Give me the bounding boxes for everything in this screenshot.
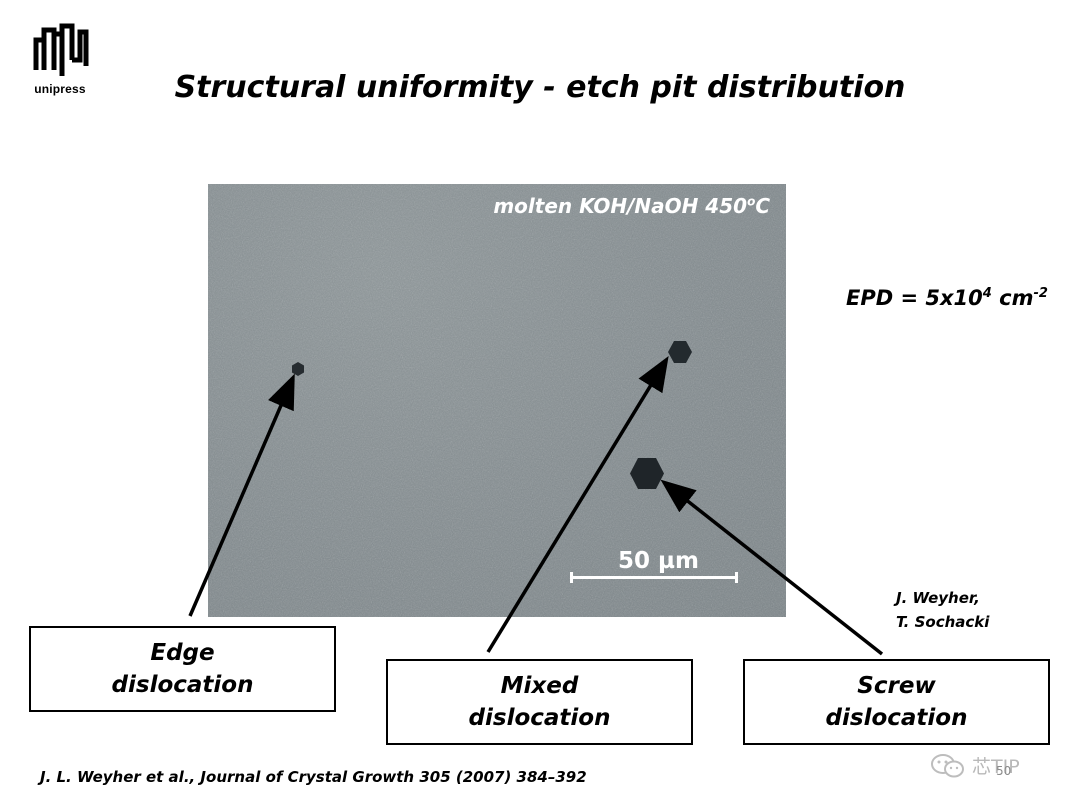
watermark-text: 芯TIP (972, 756, 1020, 778)
epd-exp1: 4 (982, 286, 992, 301)
authors: J. Weyher, T. Sochacki (896, 586, 989, 634)
author-line-1: J. Weyher, (896, 589, 980, 607)
unipress-logo-icon (33, 23, 89, 76)
caption-end: C (755, 194, 770, 218)
mixed-label-line-2: dislocation (468, 705, 611, 731)
micrograph-texture (208, 184, 786, 617)
reference-citation: J. L. Weyher et al., Journal of Crystal … (40, 768, 587, 786)
scale-bar-tick-left (570, 572, 573, 583)
watermark: 芯TIP (930, 752, 1050, 780)
logo-text: unipress (34, 82, 86, 96)
edge-label-line-2: dislocation (111, 672, 254, 698)
wechat-icon (931, 753, 964, 777)
slide-title: Structural uniformity - etch pit distrib… (174, 70, 906, 105)
epd-middle: cm (991, 286, 1034, 310)
caption-sup: o (747, 194, 756, 209)
screw-label-line-1: Screw (857, 673, 936, 699)
edge-dislocation-box: Edge dislocation (29, 626, 336, 712)
scale-bar-line (570, 576, 738, 579)
epd-value: EPD = 5x104 cm-2 (846, 286, 1048, 310)
scale-bar (570, 572, 738, 583)
unipress-logo: unipress (28, 20, 94, 98)
screw-label-line-2: dislocation (825, 705, 968, 731)
mixed-label-line-1: Mixed (500, 673, 579, 699)
edge-label-line-1: Edge (150, 640, 215, 666)
page-number: 50 (996, 764, 1012, 778)
mixed-dislocation-pit (668, 341, 692, 363)
scale-bar-label: 50 µm (618, 548, 699, 574)
author-line-2: T. Sochacki (896, 613, 990, 631)
screw-dislocation-pit (630, 458, 664, 489)
scale-bar-tick-right (735, 572, 738, 583)
micrograph: molten KOH/NaOH 450oC 50 µm (208, 184, 786, 617)
micrograph-caption: molten KOH/NaOH 450oC (493, 194, 770, 218)
epd-exp2: -2 (1033, 286, 1048, 301)
edge-dislocation-pit (292, 362, 304, 376)
screw-dislocation-box: Screw dislocation (743, 659, 1050, 745)
mixed-dislocation-box: Mixed dislocation (386, 659, 693, 745)
epd-prefix: EPD = 5x10 (846, 286, 983, 310)
caption-main: molten KOH/NaOH 450 (493, 194, 748, 218)
